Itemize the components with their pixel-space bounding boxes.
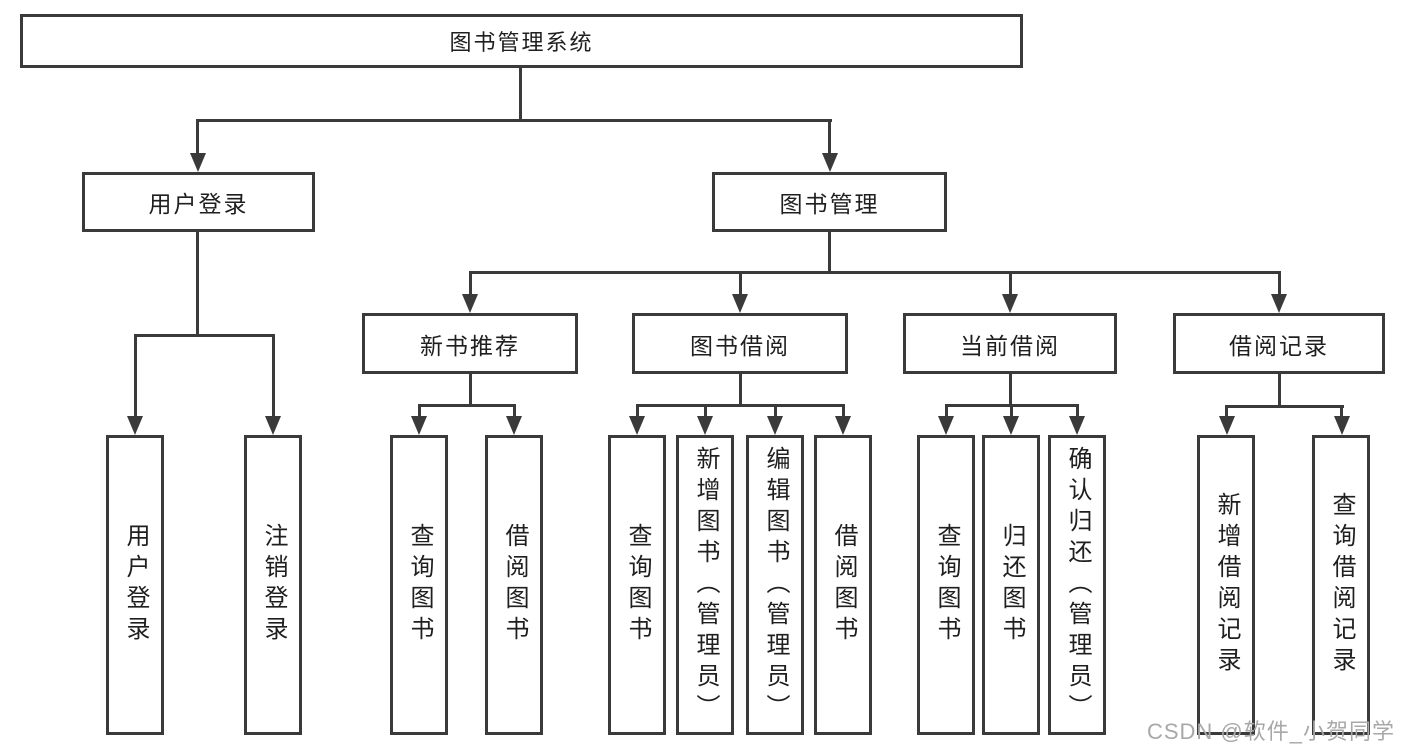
node-leaf-borrow-books-recommend: 借阅图书	[485, 435, 543, 735]
node-leaf-query-books-current: 查询图书	[917, 435, 975, 735]
arrow-down-icon	[697, 416, 713, 435]
arrow-down-icon	[1334, 416, 1350, 435]
arrow-down-icon	[462, 294, 478, 313]
edge-line	[469, 271, 472, 297]
arrow-down-icon	[938, 416, 954, 435]
node-borrow-records: 借阅记录	[1173, 313, 1385, 374]
edge-line	[197, 119, 832, 122]
node-label: 借阅图书	[830, 523, 857, 647]
node-label: 查询图书	[933, 523, 960, 647]
edge-line	[418, 404, 516, 407]
node-label: 注销登录	[260, 523, 287, 647]
arrow-down-icon	[835, 416, 851, 435]
node-label: 当前借阅	[960, 332, 1060, 359]
node-leaf-add-borrow-record: 新增借阅记录	[1197, 435, 1255, 735]
edge-line	[1009, 372, 1012, 406]
edge-line	[519, 66, 522, 121]
arrow-down-icon	[767, 416, 783, 435]
edge-line	[828, 230, 831, 274]
node-user-login: 用户登录	[82, 172, 315, 232]
edge-line	[1009, 271, 1012, 297]
node-label: 借阅记录	[1229, 332, 1329, 359]
arrow-down-icon	[1002, 294, 1018, 313]
arrow-down-icon	[1069, 416, 1085, 435]
edge-line	[196, 119, 199, 157]
node-label: 图书管理系统	[449, 30, 594, 55]
arrow-down-icon	[265, 416, 281, 435]
edge-line	[704, 404, 707, 418]
node-current-borrow: 当前借阅	[903, 313, 1117, 374]
edge-line	[469, 372, 472, 406]
node-leaf-query-books-borrow: 查询图书	[608, 435, 666, 735]
node-new-book-recommend: 新书推荐	[362, 313, 578, 374]
arrow-down-icon	[190, 153, 206, 172]
edge-line	[739, 372, 742, 406]
csdn-watermark: CSDN @软件_小贺同学	[1146, 719, 1395, 744]
edge-line	[1225, 405, 1344, 408]
edge-line	[842, 404, 845, 418]
arrow-down-icon	[822, 153, 838, 172]
node-leaf-confirm-return-admin: 确认归还（管理员）	[1048, 435, 1106, 735]
edge-line	[418, 404, 421, 418]
node-library-system: 图书管理系统	[20, 14, 1023, 68]
edge-line	[739, 271, 742, 297]
node-leaf-query-books-recommend: 查询图书	[390, 435, 448, 735]
edge-line	[134, 334, 137, 418]
node-label: 用户登录	[148, 191, 249, 217]
node-label: 查询图书	[406, 523, 433, 647]
node-label: 用户登录	[122, 523, 149, 647]
node-label: 新增图书（管理员）	[692, 445, 719, 725]
node-book-borrow: 图书借阅	[632, 313, 848, 374]
node-label: 编辑图书（管理员）	[762, 445, 789, 725]
edge-line	[1225, 405, 1228, 418]
edge-line	[1278, 271, 1281, 297]
edge-line	[636, 404, 845, 407]
node-label: 图书管理	[779, 191, 880, 217]
arrow-down-icon	[127, 416, 143, 435]
edge-line	[134, 334, 275, 337]
node-book-management: 图书管理	[712, 172, 947, 232]
node-label: 查询借阅记录	[1328, 492, 1355, 678]
node-label: 新书推荐	[420, 332, 520, 359]
node-leaf-logout: 注销登录	[244, 435, 302, 735]
node-label: 新增借阅记录	[1213, 492, 1240, 678]
arrow-down-icon	[411, 416, 427, 435]
edge-line	[828, 119, 831, 157]
arrow-down-icon	[732, 294, 748, 313]
edge-line	[774, 404, 777, 418]
node-leaf-add-books-admin: 新增图书（管理员）	[676, 435, 734, 735]
edge-line	[1076, 404, 1079, 418]
arrow-down-icon	[629, 416, 645, 435]
node-label: 归还图书	[998, 523, 1025, 647]
node-leaf-borrow-books: 借阅图书	[814, 435, 872, 735]
edge-line	[636, 404, 639, 418]
node-label: 图书借阅	[690, 332, 790, 359]
edge-line	[1340, 405, 1343, 418]
edge-line	[469, 271, 1281, 274]
arrow-down-icon	[1219, 416, 1235, 435]
edge-line	[513, 404, 516, 418]
node-label: 借阅图书	[501, 523, 528, 647]
node-leaf-query-borrow-record: 查询借阅记录	[1312, 435, 1370, 735]
edge-line	[196, 230, 199, 336]
node-label: 确认归还（管理员）	[1064, 445, 1091, 725]
arrow-down-icon	[506, 416, 522, 435]
edge-line	[1010, 404, 1013, 418]
arrow-down-icon	[1003, 416, 1019, 435]
arrow-down-icon	[1271, 294, 1287, 313]
node-label: 查询图书	[624, 523, 651, 647]
node-leaf-return-books: 归还图书	[982, 435, 1040, 735]
edge-line	[945, 404, 948, 418]
edge-line	[272, 334, 275, 418]
node-leaf-user-login: 用户登录	[106, 435, 164, 735]
edge-line	[1278, 373, 1281, 407]
node-leaf-edit-books-admin: 编辑图书（管理员）	[746, 435, 804, 735]
